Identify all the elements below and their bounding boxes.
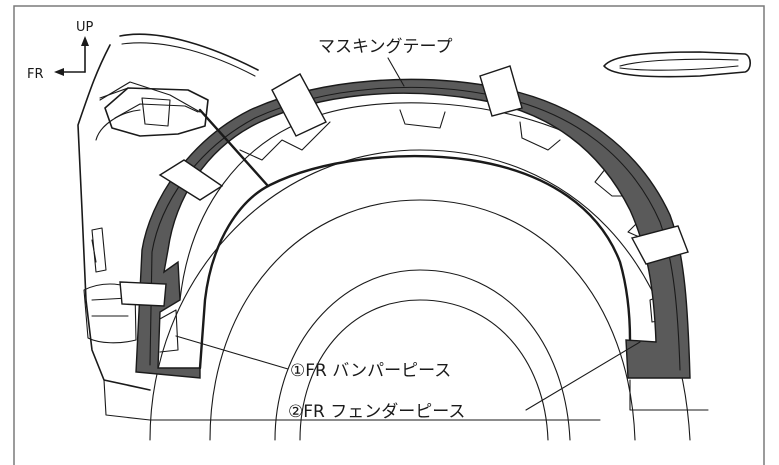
figure-border xyxy=(13,5,765,465)
headlamp xyxy=(104,87,209,137)
orientation-indicator: UP FR xyxy=(27,20,94,82)
side-marker-lamp xyxy=(603,51,752,78)
label-masking-tape: マスキングテープ xyxy=(318,37,452,57)
tape-patch-5 xyxy=(119,281,167,307)
label-fr-bumper-piece: ①FR バンパーピース xyxy=(290,361,451,381)
leader-fr-fender xyxy=(525,341,641,411)
up-label: UP xyxy=(76,20,94,35)
leader-lines xyxy=(175,57,641,411)
fr-arrowhead-icon xyxy=(54,68,64,76)
tape-patch-3 xyxy=(158,159,224,201)
tape-patch-4 xyxy=(630,225,689,265)
tape-patch-1 xyxy=(271,73,327,137)
masking-tape-band xyxy=(135,78,691,379)
arch-inner-edge xyxy=(198,154,632,370)
car-body xyxy=(77,33,601,421)
tape-patches xyxy=(119,65,689,307)
leader-masking-tape xyxy=(387,57,405,87)
fr-label: FR xyxy=(27,67,44,82)
label-fr-fender-piece: ②FR フェンダーピース xyxy=(288,402,465,422)
piece-split-line xyxy=(198,108,270,188)
tape-patch-2 xyxy=(479,65,523,117)
leader-fr-bumper xyxy=(175,335,289,370)
up-arrowhead-icon xyxy=(81,36,89,46)
